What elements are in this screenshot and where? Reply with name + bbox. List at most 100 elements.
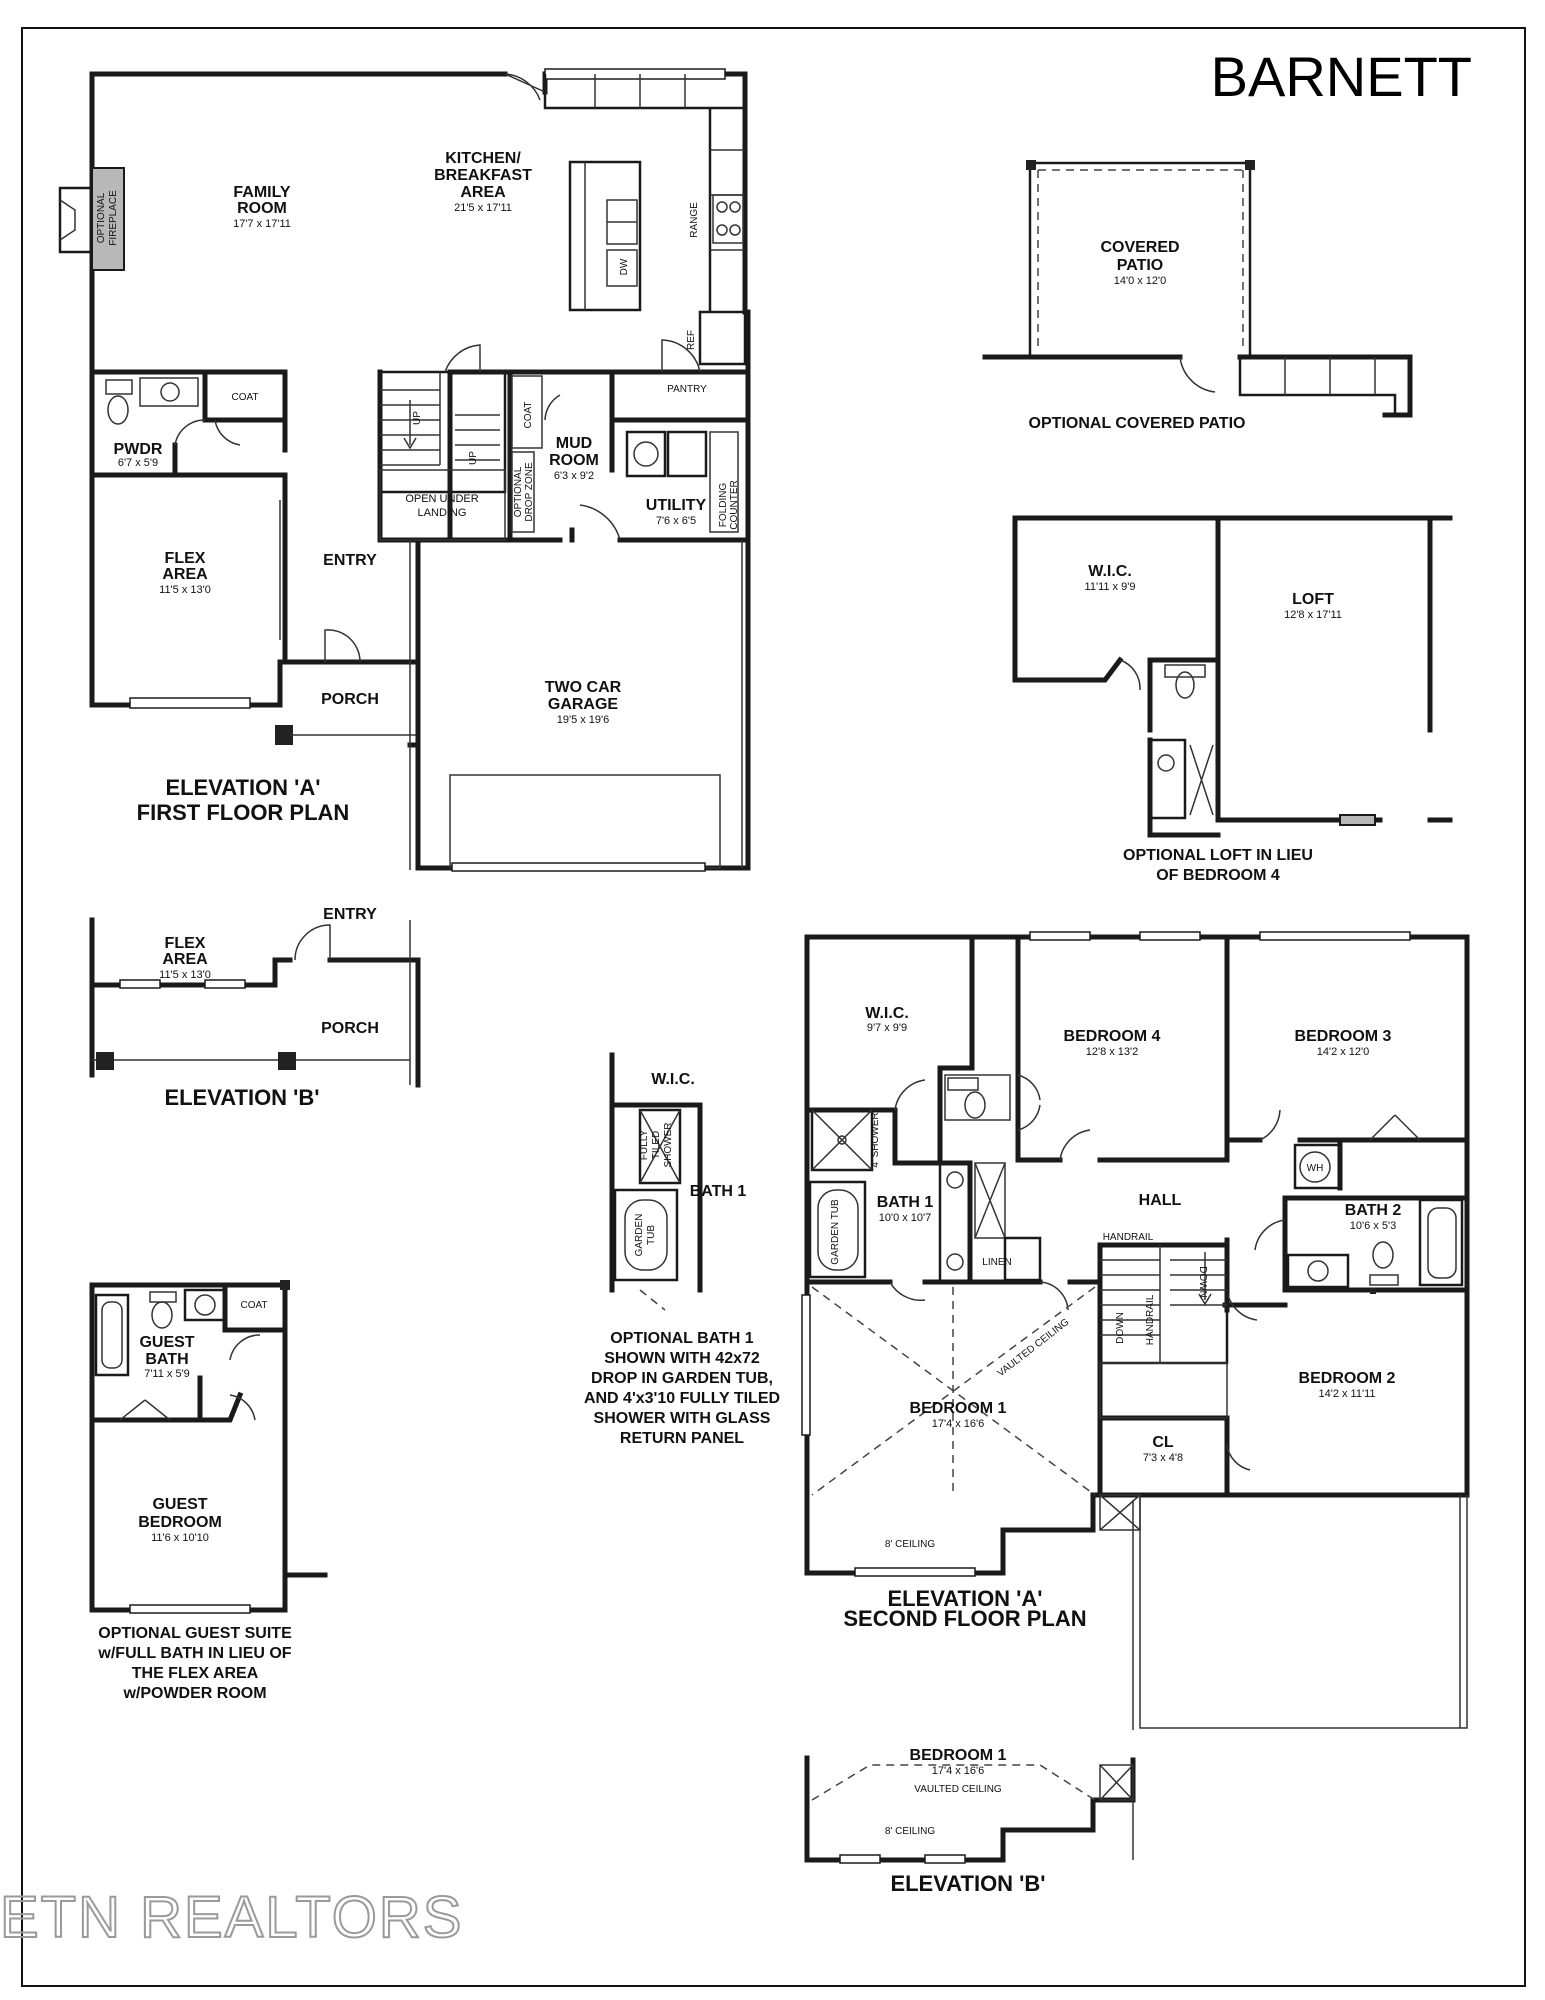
- mud-room-name: ROOM: [549, 452, 599, 469]
- bath1-dim: 10'0 x 10'7: [879, 1212, 932, 1224]
- optional-guest-caption: w/POWDER ROOM: [122, 1685, 266, 1702]
- plan-title: BARNETT: [1211, 45, 1472, 108]
- bedroom1-name: BEDROOM 1: [910, 1400, 1007, 1417]
- garden-tub-label: TUB: [646, 1225, 657, 1245]
- folding-counter-label: FOLDING: [718, 483, 729, 528]
- family-room-name: FAMILY: [233, 184, 291, 201]
- garage-name: GARAGE: [548, 696, 619, 713]
- pwdr-dim: 6'7 x 5'9: [118, 457, 158, 469]
- optional-bath-caption: RETURN PANEL: [620, 1430, 744, 1447]
- first-floor-plan: [58, 68, 751, 872]
- kitchen-dim: 21'5 x 17'11: [454, 202, 512, 214]
- wh-label: WH: [1307, 1163, 1324, 1174]
- bath1-name: BATH 1: [877, 1194, 934, 1211]
- bath2-dim: 10'6 x 5'3: [1350, 1220, 1396, 1232]
- pwdr-name: PWDR: [114, 441, 163, 458]
- optional-bath1-detail: W.I.C. BATH 1 FULLY TILED SHOWER GARDEN …: [584, 1052, 780, 1447]
- garage-name: TWO CAR: [545, 679, 622, 696]
- wic-name: W.I.C.: [865, 1005, 909, 1022]
- bedroom3-name: BEDROOM 3: [1295, 1028, 1392, 1045]
- bedroom4-name: BEDROOM 4: [1064, 1028, 1161, 1045]
- pantry-label: PANTRY: [667, 384, 707, 395]
- watermark-logo: ETN REALTORS: [0, 1885, 463, 1950]
- closet-dim: 7'3 x 4'8: [1143, 1452, 1183, 1464]
- open-under-label: OPEN UNDER: [405, 493, 478, 505]
- coat-label-2: COAT: [523, 401, 534, 428]
- family-room-dim: 17'7 x 17'11: [233, 218, 291, 230]
- fireplace-label: FIREPLACE: [108, 190, 119, 246]
- entry-label: ENTRY: [323, 552, 377, 569]
- b-vaulted-label: VAULTED CEILING: [914, 1784, 1002, 1795]
- optional-bath-caption: DROP IN GARDEN TUB,: [591, 1370, 773, 1387]
- bath2-name: BATH 2: [1345, 1202, 1402, 1219]
- b-flex-name: FLEX: [165, 935, 206, 952]
- drop-zone-label: DROP ZONE: [524, 462, 535, 522]
- elevation-b2-caption: ELEVATION 'B': [890, 1871, 1045, 1896]
- b-bedroom1-name: BEDROOM 1: [910, 1747, 1007, 1764]
- guest-bedroom-name: BEDROOM: [138, 1514, 222, 1531]
- loft-wic-name: W.I.C.: [1088, 563, 1132, 580]
- loft-name: LOFT: [1292, 591, 1334, 608]
- coat-label: COAT: [231, 392, 258, 403]
- loft-dim: 12'8 x 17'11: [1284, 609, 1342, 621]
- elevation-b-bedroom1: BEDROOM 1 17'4 x 16'6 VAULTED CEILING 8'…: [804, 1747, 1136, 1896]
- up-label-2: UP: [468, 451, 479, 465]
- garden-tub-label: GARDEN: [634, 1214, 645, 1257]
- folding-counter-label: COUNTER: [729, 480, 740, 529]
- optional-bath-caption: SHOWN WITH 42x72: [604, 1350, 760, 1367]
- covered-patio-name: COVERED: [1100, 239, 1179, 256]
- optional-patio-caption: OPTIONAL COVERED PATIO: [1029, 415, 1246, 432]
- guest-bath-dim: 7'11 x 5'9: [144, 1368, 190, 1380]
- hall-label: HALL: [1139, 1192, 1182, 1209]
- first-floor-caption: ELEVATION 'A': [165, 775, 320, 800]
- bath1-detail-label: BATH 1: [690, 1183, 747, 1200]
- second-floor-caption: SECOND FLOOR PLAN: [843, 1606, 1086, 1631]
- sheet-border: [21, 27, 1526, 1987]
- flex-area-name: AREA: [162, 566, 208, 583]
- bedroom4-dim: 12'8 x 13'2: [1086, 1046, 1139, 1058]
- dw-label: DW: [619, 258, 630, 275]
- b-flex-name: AREA: [162, 951, 208, 968]
- handrail-label-2: HANDRAIL: [1145, 1294, 1156, 1345]
- optional-bath-caption: SHOWER WITH GLASS: [594, 1410, 771, 1427]
- b-porch-label: PORCH: [321, 1020, 379, 1037]
- guest-bedroom-name: GUEST: [152, 1496, 207, 1513]
- range-label: RANGE: [689, 202, 700, 238]
- linen-label: LINEN: [982, 1257, 1011, 1268]
- bedroom1-dim: 17'4 x 16'6: [932, 1418, 985, 1430]
- mud-room-dim: 6'3 x 9'2: [554, 470, 594, 482]
- bedroom3-dim: 14'2 x 12'0: [1317, 1046, 1370, 1058]
- second-floor-labels: W.I.C. 9'7 x 9'9 BEDROOM 4 12'8 x 13'2 B…: [830, 1005, 1401, 1631]
- fully-tiled-label: SHOWER: [663, 1123, 674, 1168]
- first-floor-caption: FIRST FLOOR PLAN: [137, 800, 350, 825]
- drop-zone-label: OPTIONAL: [513, 466, 524, 517]
- kitchen-name: BREAKFAST: [434, 167, 532, 184]
- family-room-name: ROOM: [237, 200, 287, 217]
- optional-bath-caption: AND 4'x3'10 FULLY TILED: [584, 1390, 780, 1407]
- b-entry-label: ENTRY: [323, 906, 377, 923]
- vaulted-ceiling-label: VAULTED CEILING: [996, 1317, 1072, 1380]
- kitchen-name: AREA: [460, 184, 506, 201]
- porch-label: PORCH: [321, 691, 379, 708]
- mud-room-name: MUD: [556, 435, 592, 452]
- guest-bath-name: GUEST: [139, 1334, 194, 1351]
- first-floor-labels: FAMILY ROOM 17'7 x 17'11 KITCHEN/ BREAKF…: [96, 150, 740, 825]
- open-under-label: LANDING: [418, 507, 467, 519]
- optional-guest-caption: w/FULL BATH IN LIEU OF: [97, 1645, 291, 1662]
- bedroom2-dim: 14'2 x 11'11: [1318, 1388, 1375, 1400]
- ceiling-8-label: 8' CEILING: [885, 1539, 935, 1550]
- up-label: UP: [412, 411, 423, 425]
- fully-tiled-label: FULLY: [639, 1129, 650, 1160]
- second-floor-caption: ELEVATION 'A': [887, 1586, 1042, 1611]
- kitchen-name: KITCHEN/: [445, 150, 521, 167]
- wic-dim: 9'7 x 9'9: [867, 1022, 907, 1034]
- guest-bedroom-dim: 11'6 x 10'10: [151, 1532, 209, 1544]
- down-label-2: DOWN: [1197, 1266, 1208, 1298]
- down-label: DOWN: [1115, 1312, 1126, 1344]
- optional-loft-caption: OPTIONAL LOFT IN LIEU: [1123, 847, 1313, 864]
- optional-guest-caption: THE FLEX AREA: [132, 1665, 259, 1682]
- handrail-label: HANDRAIL: [1103, 1232, 1154, 1243]
- shower-label: 4' SHOWER: [870, 1112, 881, 1167]
- covered-patio-dim: 14'0 x 12'0: [1114, 275, 1167, 287]
